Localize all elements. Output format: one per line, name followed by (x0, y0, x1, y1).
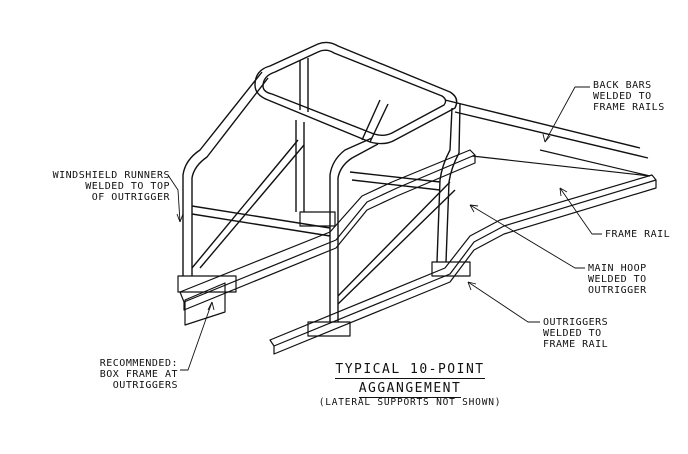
label-line: BOX FRAME AT (99, 369, 178, 380)
outriggers (177, 211, 471, 337)
roll-cage (182, 41, 649, 322)
label-line: OUTRIGGERS (112, 380, 178, 391)
label-line: BACK BARS (593, 80, 652, 91)
label-line: OUTRIGGER (588, 285, 647, 296)
label-line: FRAME RAIL (605, 229, 671, 240)
diagram-caption: TYPICAL 10-POINT AGGANGEMENT (LATERAL SU… (285, 358, 535, 408)
label-line: MAIN HOOP (588, 263, 647, 274)
frame-rails (179, 149, 657, 355)
label-line: FRAME RAIL (543, 339, 609, 350)
label-line: WELDED TO TOP (85, 181, 170, 192)
label-line: WELDED TO (588, 274, 647, 285)
label-line: OUTRIGGERS (543, 317, 609, 328)
label-line: WELDED TO (593, 91, 652, 102)
label-line: OF OUTRIGGER (91, 192, 170, 203)
leader-lines (167, 86, 602, 371)
diagram-title: TYPICAL 10-POINT AGGANGEMENT (335, 362, 485, 398)
diagram-subtitle: (LATERAL SUPPORTS NOT SHOWN) (318, 397, 502, 408)
label-line: FRAME RAILS (593, 102, 665, 113)
label-frame-rail: FRAME RAIL (605, 229, 670, 240)
label-line: RECOMMENDED: (99, 358, 178, 369)
label-line: WELDED TO (543, 328, 602, 339)
label-line: WINDSHIELD RUNNERS (52, 170, 170, 181)
